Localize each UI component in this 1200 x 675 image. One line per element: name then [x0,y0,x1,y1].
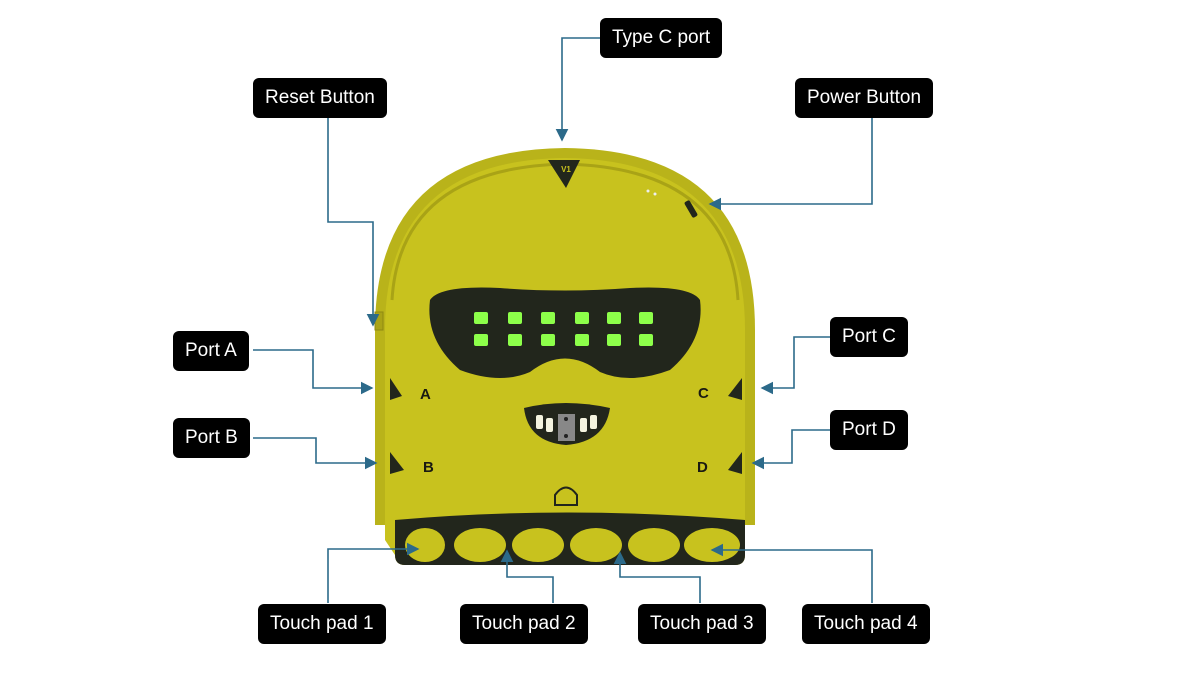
touch-pad-2[interactable] [454,528,506,562]
type-c-port-notch [548,160,580,188]
led-matrix [474,312,653,346]
touch-pad-4[interactable] [684,528,740,562]
led-mask [429,287,701,379]
port-c-label: Port C [830,317,908,357]
board-face [385,158,745,565]
type-c-port-label: Type C port [600,18,723,58]
reset-button[interactable] [374,311,384,331]
power-button-label: Power Button [795,78,934,118]
touch-pad-1[interactable] [405,528,445,562]
port-c-notch [728,378,742,400]
power-button[interactable] [684,200,698,219]
touch-pad-3-label: Touch pad 3 [638,604,766,644]
port-d-label: Port D [830,410,908,450]
port-b-label: Port B [173,418,250,458]
port-d-notch [728,452,742,474]
port-b-notch [390,452,404,474]
port-letter-a: A [420,386,431,403]
touch-pad-3[interactable] [570,528,622,562]
port-letter-d: D [697,459,708,476]
bee-logo-icon [554,486,578,506]
touch-pad-2-label: Touch pad 2 [460,604,588,644]
touch-pad-1-label: Touch pad 1 [258,604,386,644]
port-a-label: Port A [173,331,249,371]
reset-button-label: Reset Button [253,78,387,118]
port-letter-c: C [698,385,709,402]
port-a-notch [390,378,402,400]
touch-pad-4-label: Touch pad 4 [802,604,930,644]
svg-text:V1: V1 [561,165,571,174]
port-letter-b: B [423,459,434,476]
